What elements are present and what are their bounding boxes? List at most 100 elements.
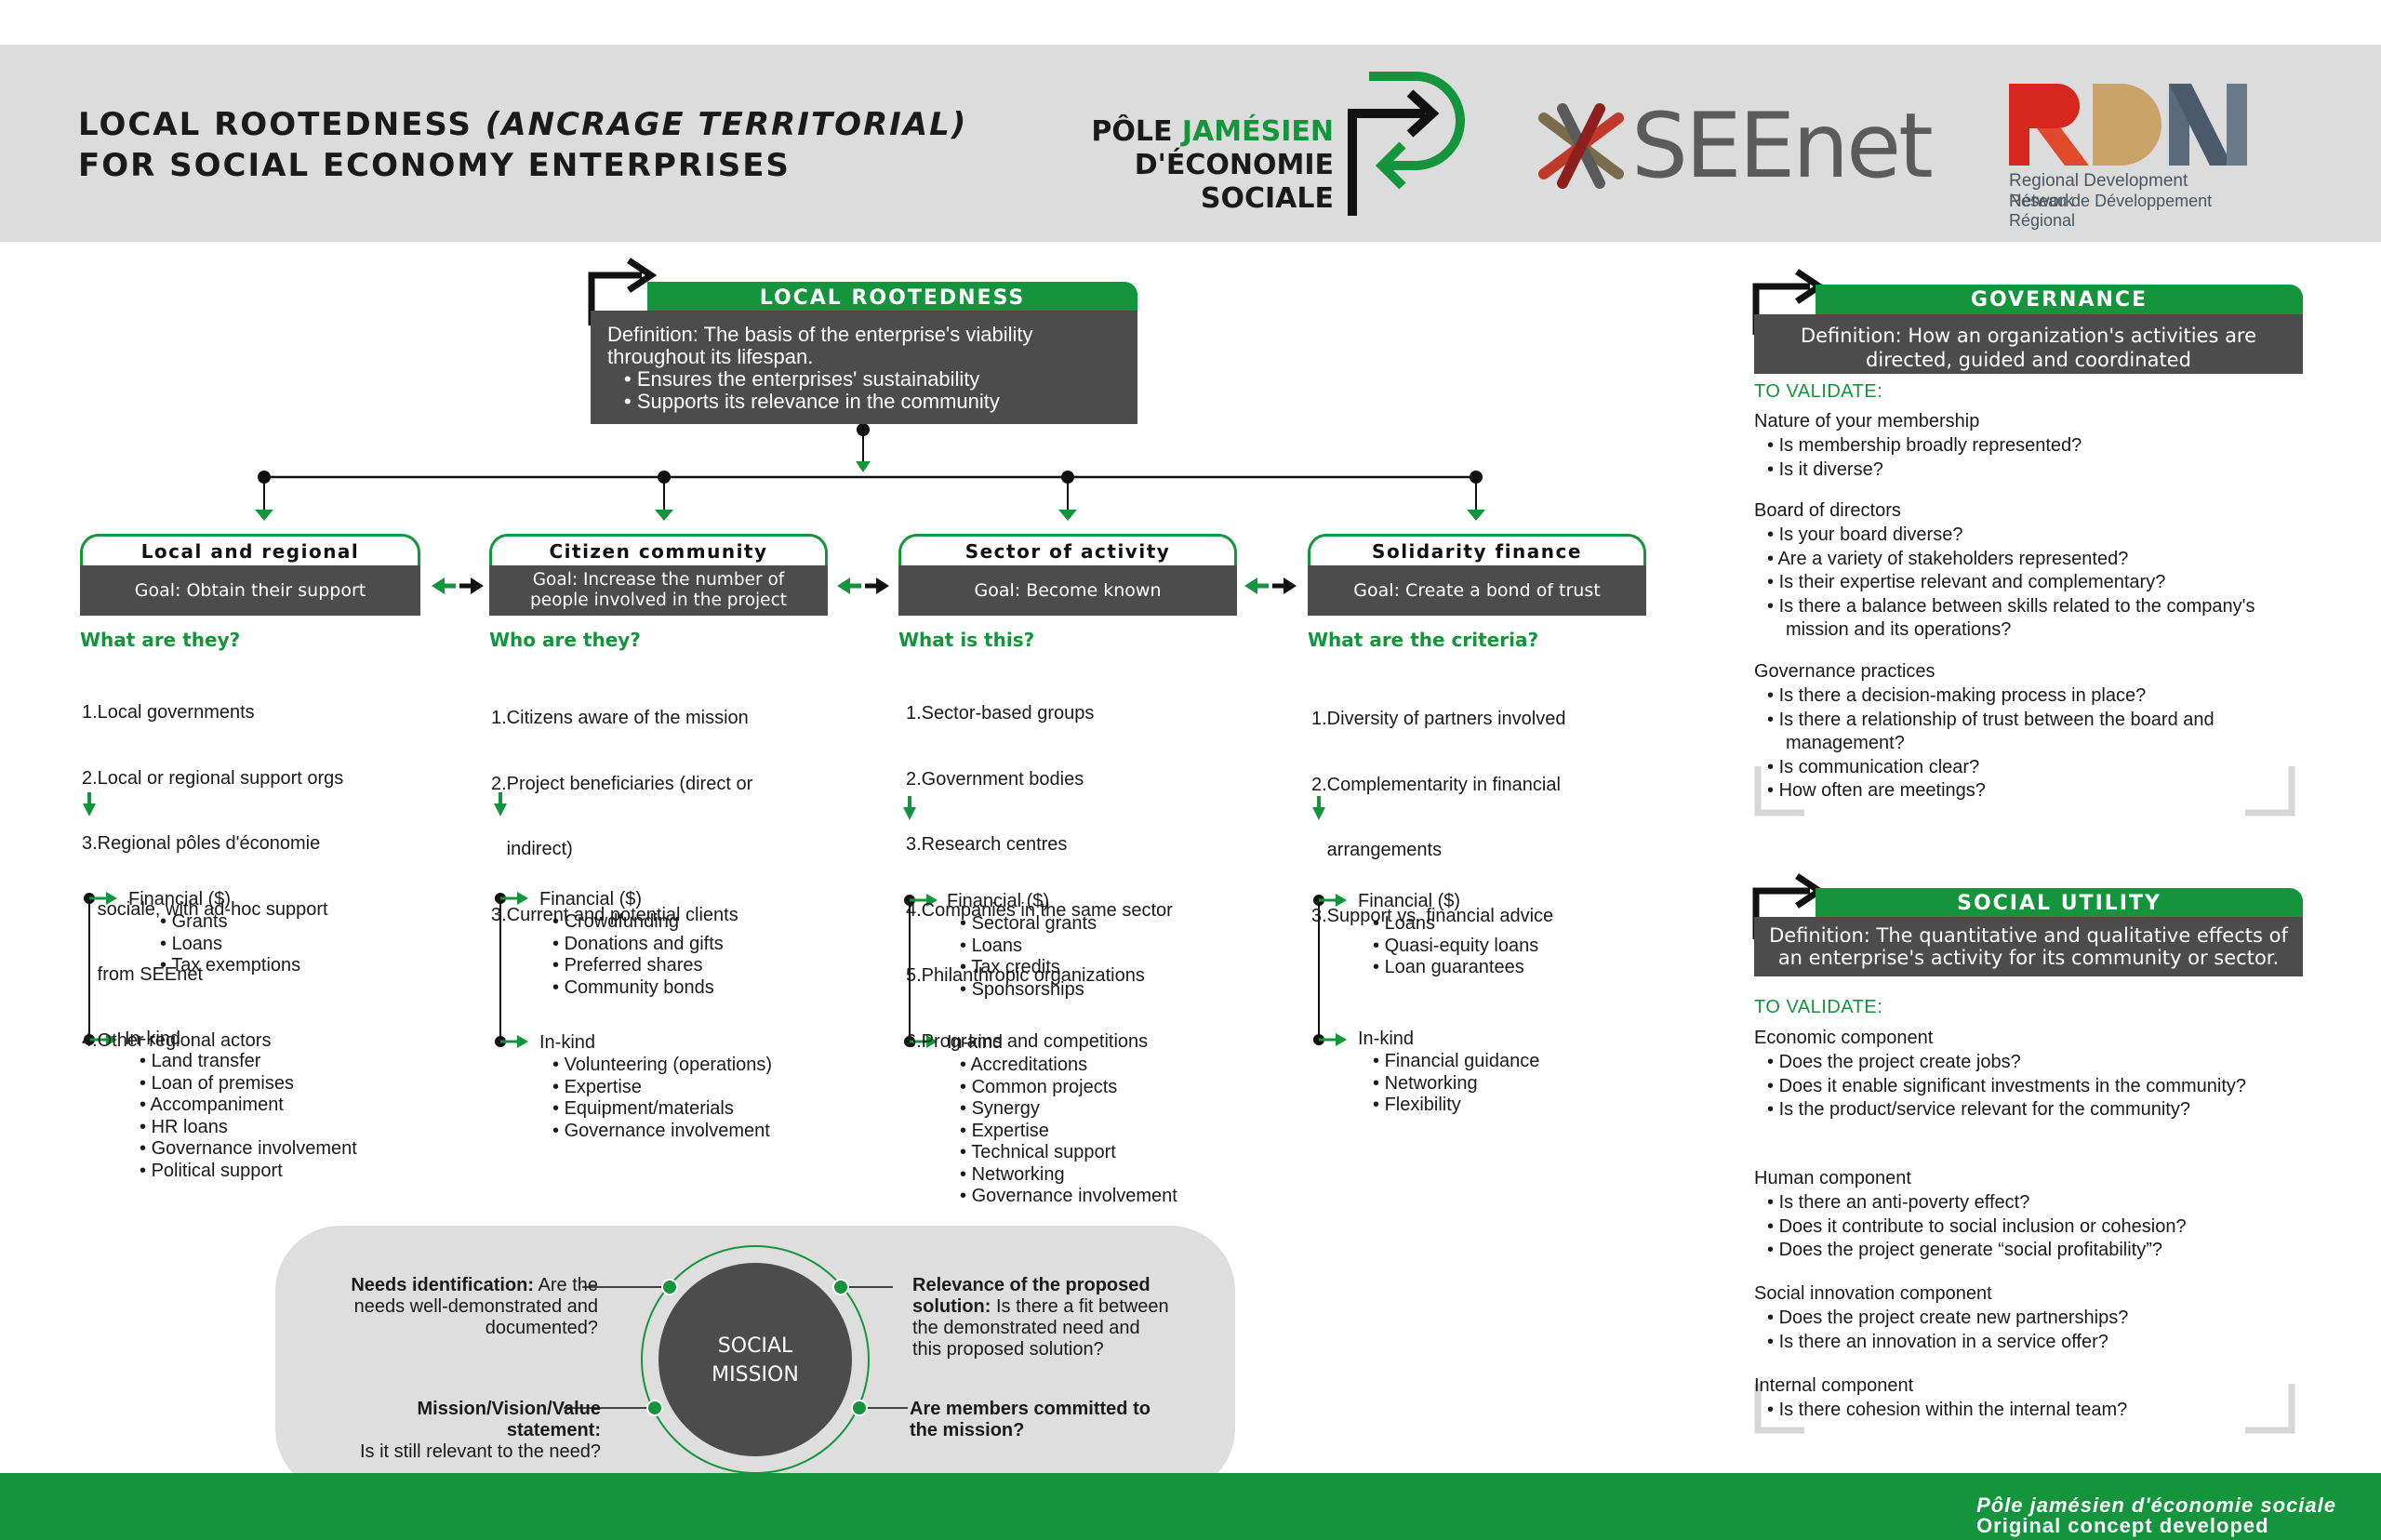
title-part: LOCAL ROOTEDNESS bbox=[78, 106, 486, 143]
needs-text: needs well-demonstrated and bbox=[353, 1296, 598, 1317]
social-utility-section-heading: Internal component bbox=[1754, 1375, 1914, 1396]
inkind-label: In-kind bbox=[539, 1032, 596, 1053]
pole-arrow-mark-icon bbox=[1348, 72, 1465, 216]
column-question: What are they? bbox=[80, 629, 241, 651]
list-item: Networking bbox=[1373, 1073, 1539, 1095]
list-item: Does the project create new partnerships… bbox=[1763, 1307, 2303, 1331]
financial-list: Loans Quasi-equity loans Loan guarantees bbox=[1373, 913, 1539, 979]
pole-jamesien-logo: PÔLE JAMÉSIEN D'ÉCONOMIE SOCIALE bbox=[1079, 67, 1470, 225]
column-goal: Goal: Obtain their support bbox=[80, 565, 420, 616]
list-item: arrangements bbox=[1311, 840, 1443, 860]
footer-credit: Original concept developed by the Pôle j… bbox=[1976, 1494, 2336, 1540]
relevance-text: Is there a fit between bbox=[991, 1296, 1169, 1317]
list-item: Accompaniment bbox=[140, 1095, 357, 1117]
social-mission-center: SOCIAL MISSION bbox=[662, 1332, 848, 1389]
financial-list: Crowdfunding Donations and gifts Preferr… bbox=[552, 911, 724, 999]
list-item: Common projects bbox=[960, 1077, 1177, 1099]
column-goal: Goal: Create a bond of trust bbox=[1308, 565, 1646, 616]
inkind-label: In-kind bbox=[125, 1029, 181, 1049]
list-item: Loan guarantees bbox=[1373, 957, 1538, 979]
needs-text: Are the bbox=[534, 1275, 598, 1295]
list-item: Is there a relationship of trust between… bbox=[1763, 709, 2303, 756]
social-utility-title: SOCIAL UTILITY bbox=[1816, 888, 2303, 920]
right-arrow-icon bbox=[517, 1035, 528, 1048]
column-title-solidarity: Solidarity finance bbox=[1308, 534, 1646, 569]
list-item: Financial guidance bbox=[1373, 1051, 1540, 1073]
governance-section-heading: Nature of your membership bbox=[1754, 411, 1980, 431]
local-rootedness-title: LOCAL ROOTEDNESS bbox=[647, 282, 1137, 315]
social-utility-section-heading: Economic component bbox=[1754, 1028, 1934, 1048]
list-item: Synergy bbox=[960, 1098, 1177, 1121]
relevance-of-solution: Relevance of the proposed solution: Is t… bbox=[912, 1275, 1229, 1361]
down-arrow-icon bbox=[494, 803, 507, 816]
seenet-knot-icon bbox=[1538, 103, 1624, 189]
right-arrow-icon bbox=[106, 892, 117, 905]
financial-label: Financial ($) bbox=[539, 889, 643, 909]
list-item: Community bonds bbox=[552, 977, 724, 1000]
list-item: 2.Complementarity in financial bbox=[1311, 774, 1561, 795]
list-item: Is there an anti-poverty effect? bbox=[1763, 1191, 2303, 1215]
mvv-bold: Mission/Vision/Value bbox=[417, 1399, 601, 1419]
list-item: Sectoral grants bbox=[960, 913, 1097, 936]
title-line-2: FOR SOCIAL ECONOMY ENTERPRISES bbox=[78, 147, 791, 184]
seenet-wordmark-text: SEEnet bbox=[1631, 94, 1934, 198]
list-item: Political support bbox=[140, 1161, 357, 1183]
logo-pole-text-green: JAMÉSIEN bbox=[1181, 115, 1334, 148]
inkind-label: In-kind bbox=[1358, 1029, 1415, 1049]
local-rootedness-definition: Definition: The basis of the enterprise'… bbox=[591, 311, 1137, 424]
relevance-text: this proposed solution? bbox=[912, 1339, 1104, 1360]
governance-question-list: Is there a decision-making process in pl… bbox=[1763, 684, 2303, 803]
list-item: indirect) bbox=[491, 839, 573, 859]
members-bold: Are members committed to bbox=[910, 1399, 1151, 1419]
list-item: Equipment/materials bbox=[552, 1098, 772, 1121]
needs-identification: Needs identification: Are the needs well… bbox=[298, 1275, 598, 1339]
list-item: Tax exemptions bbox=[160, 955, 300, 977]
financial-list: Sectoral grants Loans Tax credits Sponso… bbox=[960, 913, 1097, 1001]
social-utility-section-heading: Human component bbox=[1754, 1168, 1911, 1188]
list-item: Does it enable significant investments i… bbox=[1763, 1075, 2303, 1099]
down-arrow-icon bbox=[83, 803, 96, 816]
rdn-caption-en: Regional Development Network bbox=[2009, 171, 2188, 211]
logo-pole-text: PÔLE bbox=[1091, 115, 1182, 148]
list-item: Networking bbox=[960, 1164, 1177, 1187]
rdn-caption-fr: Réseau de Développement Régional bbox=[2009, 192, 2213, 230]
governance-section-heading: Governance practices bbox=[1754, 661, 1935, 682]
local-rootedness-definition-text: Definition: The basis of the enterprise'… bbox=[607, 323, 1033, 368]
rdn-letters-icon bbox=[2009, 84, 2247, 166]
list-item: Preferred shares bbox=[552, 955, 724, 977]
list-item: Land transfer bbox=[140, 1051, 357, 1073]
list-item: Loans bbox=[960, 936, 1097, 958]
column-question: Who are they? bbox=[489, 629, 641, 651]
seenet-wordmark: SEEnet bbox=[1631, 94, 1934, 198]
inkind-list: Financial guidance Networking Flexibilit… bbox=[1373, 1051, 1540, 1117]
local-rootedness-bullet: Supports its relevance in the community bbox=[624, 391, 1121, 413]
mvv-text: Is it still relevant to the need? bbox=[359, 1441, 601, 1462]
right-arrow-icon bbox=[926, 894, 938, 907]
list-item: Accreditations bbox=[960, 1055, 1177, 1077]
financial-list: Grants Loans Tax exemptions bbox=[160, 911, 300, 977]
list-item: 2.Project beneficiaries (direct or bbox=[491, 773, 753, 794]
members-committed: Are members committed to the mission? bbox=[910, 1399, 1226, 1441]
list-item: Is there cohesion within the internal te… bbox=[1763, 1399, 2303, 1423]
down-arrow-icon bbox=[1312, 807, 1325, 820]
footer-band: Original concept developed by the Pôle j… bbox=[0, 1473, 2381, 1540]
relevance-bold: Relevance of the proposed bbox=[912, 1275, 1151, 1295]
list-item: Crowdfunding bbox=[552, 911, 724, 934]
column-title-institutions: Local and regional institutions bbox=[80, 534, 420, 592]
list-item: Is it diverse? bbox=[1763, 458, 2303, 483]
footer-italic: Pôle jamésien d'économie sociale bbox=[1976, 1494, 2336, 1517]
header-band bbox=[0, 45, 2381, 242]
social-utility-question-list: Is there cohesion within the internal te… bbox=[1763, 1399, 2303, 1423]
relevance-bold: solution: bbox=[912, 1296, 991, 1317]
list-item: How often are meetings? bbox=[1763, 779, 2303, 803]
list-item: Expertise bbox=[960, 1121, 1177, 1143]
list-item: Is there a balance between skills relate… bbox=[1763, 595, 2303, 643]
down-arrow-icon bbox=[903, 807, 916, 820]
financial-label: Financial ($) bbox=[947, 891, 1050, 911]
seenet-logo: SEEnet bbox=[1535, 88, 1953, 200]
needs-bold: Needs identification: bbox=[351, 1275, 535, 1295]
list-item: 2.Local or regional support orgs bbox=[82, 767, 344, 789]
list-item: 3.Regional pôles d'économie bbox=[82, 833, 321, 854]
list-item: Does the project create jobs? bbox=[1763, 1051, 2303, 1075]
right-arrow-icon bbox=[1336, 1033, 1347, 1046]
